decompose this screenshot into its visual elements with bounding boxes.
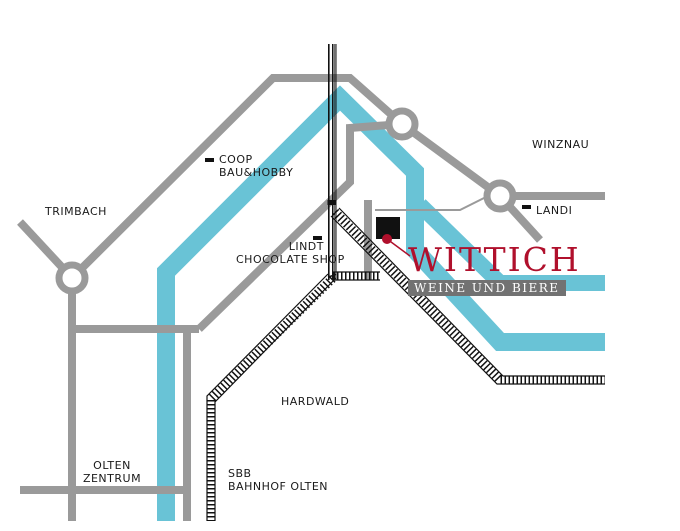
- wittich-building: [376, 217, 400, 239]
- sbb-line-1: SBB: [228, 467, 252, 480]
- road-thin-link: [375, 189, 501, 211]
- roundabout-winznau: [483, 179, 517, 213]
- roundabout-trimbach: [55, 261, 89, 295]
- road-center-upper: [196, 120, 403, 332]
- sbb-line-2: BAHNHOF OLTEN: [228, 480, 328, 493]
- place-trimbach: TRIMBACH: [45, 205, 107, 218]
- river-aare: [157, 85, 605, 521]
- lindt-line-2: CHOCOLATE SHOP: [236, 253, 345, 266]
- poi-lindt: LINDT CHOCOLATE SHOP: [236, 240, 345, 266]
- olten-zentrum-line-1: OLTEN: [93, 459, 131, 472]
- olten-zentrum-line-2: ZENTRUM: [82, 472, 142, 485]
- place-winznau: WINZNAU: [532, 138, 590, 151]
- poi-coop: COOP BAU&HOBBY: [219, 153, 293, 179]
- roundabout-north: [385, 107, 419, 141]
- road-north-arc: [69, 74, 503, 281]
- brand-tagline: WEINE UND BIERE: [408, 280, 566, 296]
- roundabouts: [55, 107, 517, 295]
- landi-marker: [522, 205, 531, 209]
- place-olten-zentrum: OLTEN ZENTRUM: [72, 459, 152, 485]
- railway-lines: [206, 44, 605, 521]
- wittich-logo: WITTICH WEINE UND BIERE: [408, 242, 581, 297]
- place-sbb: SBB BAHNHOF OLTEN: [228, 467, 328, 493]
- poi-landi: LANDI: [536, 204, 573, 217]
- brand-name: WITTICH: [408, 240, 581, 279]
- coop-marker: [205, 158, 214, 162]
- place-hardwald: HARDWALD: [281, 395, 350, 408]
- lindt-line-1: LINDT: [288, 240, 324, 253]
- lindt-marker: [313, 236, 322, 240]
- location-pin: [382, 234, 392, 244]
- coop-line-1: COOP: [219, 153, 253, 166]
- coop-line-2: BAU&HOBBY: [219, 166, 294, 179]
